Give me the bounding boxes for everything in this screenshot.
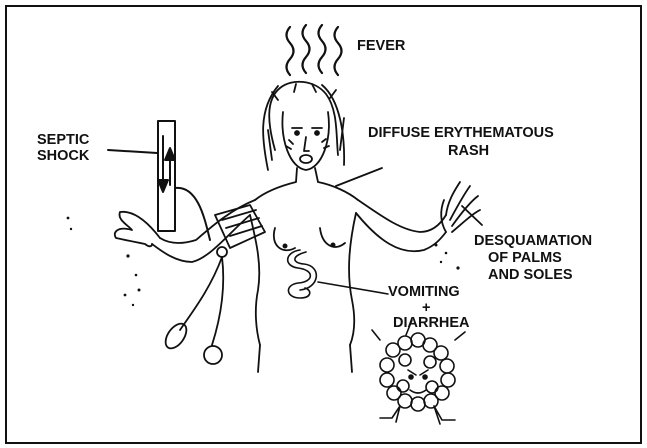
fever-waves-icon	[287, 25, 342, 75]
figure-frame	[6, 6, 641, 443]
label-shock: SHOCK	[37, 148, 90, 164]
lower-body	[258, 345, 352, 372]
torso	[250, 168, 358, 345]
hair	[263, 82, 344, 170]
rash-pointer	[336, 168, 382, 186]
label-desquamation-line1: DESQUAMATION	[474, 233, 592, 249]
label-rash-line1: DIFFUSE ERYTHEMATOUS	[368, 125, 554, 141]
iv-gauge-icon	[158, 121, 210, 240]
label-fever: FEVER	[357, 38, 406, 54]
label-desquamation-line3: AND SOLES	[488, 267, 573, 283]
right-arm	[356, 182, 480, 251]
label-septic: SEPTIC	[37, 132, 90, 148]
label-desquamation-line2: OF PALMS	[488, 250, 562, 266]
label-rash-line2: RASH	[448, 143, 489, 159]
label-diarrhea: DIARRHEA	[393, 315, 470, 331]
septic-shock-pointer	[108, 150, 157, 153]
vomiting-pointer	[318, 282, 388, 294]
desquamation-pointer	[462, 206, 482, 225]
bp-cuff-icon	[161, 205, 265, 364]
label-vomiting: VOMITING	[388, 284, 460, 300]
face	[282, 112, 329, 170]
bacteria-creature-icon	[372, 320, 465, 424]
rash-dots-right	[435, 244, 460, 270]
label-plus: +	[422, 300, 430, 316]
intestine-icon	[288, 250, 317, 298]
